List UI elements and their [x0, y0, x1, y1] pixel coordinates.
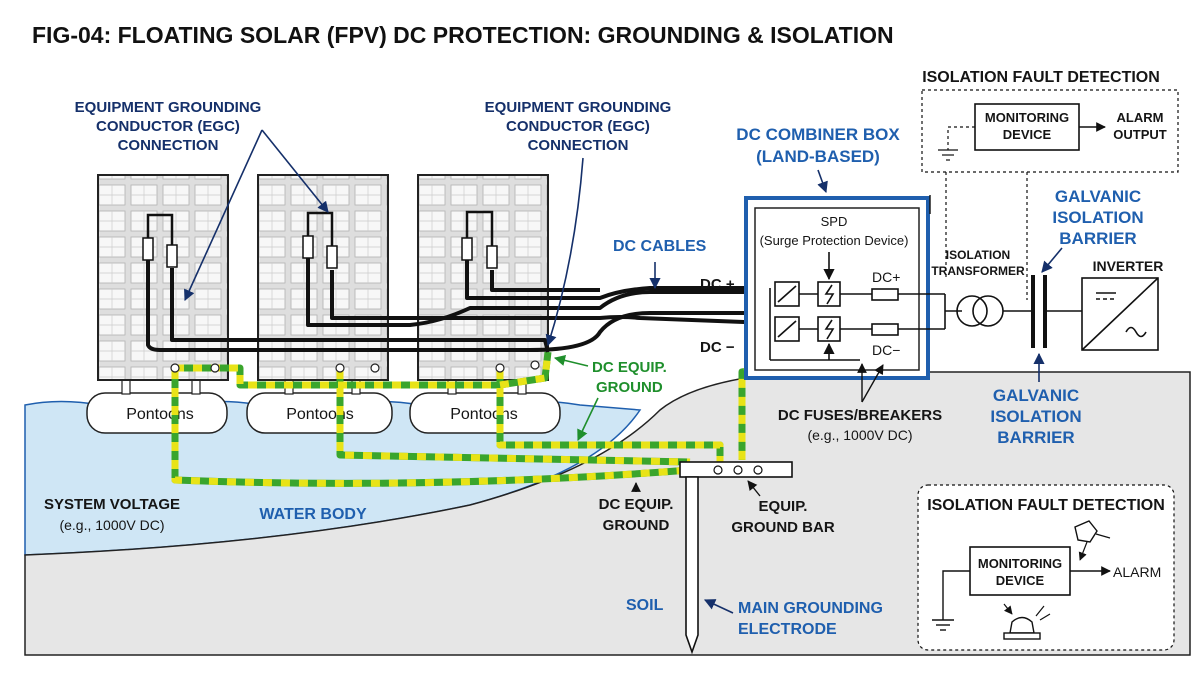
galvanic-bottom-line-2: ISOLATION — [990, 407, 1081, 426]
egc-left-line-1: EQUIPMENT GROUNDING — [75, 99, 262, 116]
galvanic-top-arrow — [1041, 247, 1063, 273]
box-dc-plus-label: DC+ — [872, 269, 900, 285]
top-alarm-output-line-1: ALARM — [1117, 110, 1164, 125]
galvanic-bottom-line-1: GALVANIC — [993, 386, 1079, 405]
isolation-transformer-line-1: ISOLATION — [946, 248, 1010, 262]
bottom-alarm-label: ALARM — [1113, 564, 1161, 580]
water-body-label: WATER BODY — [259, 506, 367, 523]
isolation-transformer — [945, 295, 1033, 327]
egc-label-left: EQUIPMENT GROUNDING CONDUCTOR (EGC) CONN… — [75, 99, 262, 154]
figure-title: FIG-04: FLOATING SOLAR (FPV) DC PROTECTI… — [32, 22, 894, 48]
dc-equip-ground-dark-line-1: DC EQUIP. — [599, 496, 674, 513]
system-voltage-line-2: (e.g., 1000V DC) — [59, 517, 164, 533]
sensor-icon — [1074, 520, 1098, 543]
ground-bar-line-2: GROUND BAR — [731, 519, 834, 536]
solar-panel-3 — [417, 174, 549, 381]
panel-junction-wires — [146, 210, 494, 246]
galvanic-barrier-symbol — [1031, 275, 1047, 348]
dc-fuses-arrow-2 — [861, 364, 884, 403]
combiner-box-arrow — [817, 169, 828, 194]
bottom-fault-panel-title: ISOLATION FAULT DETECTION — [927, 497, 1165, 514]
combiner-internals — [769, 252, 946, 361]
ground-bar-arrow — [747, 480, 761, 497]
dc-cables — [146, 258, 771, 353]
galvanic-top-line-3: BARRIER — [1059, 229, 1136, 248]
electrode-line-2: ELECTRODE — [738, 621, 837, 638]
electrode-line-1: MAIN GROUNDING — [738, 600, 883, 617]
egc-label-right: EQUIPMENT GROUNDING CONDUCTOR (EGC) CONN… — [485, 99, 672, 154]
dc-equip-ground-green-line-1: DC EQUIP. — [592, 359, 667, 376]
ground-bar-line-1: EQUIP. — [759, 498, 808, 515]
egc-right-line-2: CONDUCTOR (EGC) — [506, 118, 650, 135]
dc-minus-label: DC − — [700, 339, 735, 356]
pontoons-group — [86, 377, 561, 434]
top-alarm-output-line-2: OUTPUT — [1113, 127, 1167, 142]
alarm-beacon-icon — [1009, 616, 1035, 634]
egc-left-arrow-2 — [261, 129, 329, 213]
spd-label: SPD — [821, 214, 848, 229]
isolation-transformer-line-2: TRANSFORMER — [931, 264, 1025, 278]
combiner-box-title-2: (LAND-BASED) — [756, 147, 880, 166]
bottom-monitoring-device-line-1: MONITORING — [978, 556, 1062, 571]
electrode-arrow — [703, 599, 734, 614]
equipment-ground-bar — [679, 461, 793, 478]
inverter-symbol — [1081, 277, 1159, 351]
soil-label: SOIL — [626, 597, 664, 614]
pontoon-label-1: Pontoons — [126, 406, 194, 423]
egc-left-arrow-1 — [184, 129, 263, 302]
bottom-monitoring-device-line-2: DEVICE — [996, 573, 1045, 588]
dc-fuses-rating: (e.g., 1000V DC) — [807, 427, 912, 443]
top-monitoring-device-line-2: DEVICE — [1003, 127, 1052, 142]
main-grounding-electrode — [685, 476, 699, 655]
top-fault-panel — [921, 89, 1179, 300]
galvanic-top-line-2: ISOLATION — [1052, 208, 1143, 227]
system-voltage-line-1: SYSTEM VOLTAGE — [44, 496, 180, 513]
dc-plus-label: DC + — [700, 276, 735, 293]
pontoon-label-3: Pontoons — [450, 406, 518, 423]
dc-equip-ground-dark-line-2: GROUND — [603, 517, 670, 534]
dc-equip-ground-green-line-2: GROUND — [596, 379, 663, 396]
egc-right-line-1: EQUIPMENT GROUNDING — [485, 99, 672, 116]
solar-panel-1 — [97, 174, 229, 381]
pontoon-label-2: Pontoons — [286, 406, 354, 423]
dc-equip-ground-green-arrow-1 — [553, 354, 589, 367]
spd-description: (Surge Protection Device) — [760, 233, 909, 248]
top-fault-panel-title: ISOLATION FAULT DETECTION — [922, 69, 1160, 86]
egc-right-arrow — [545, 157, 584, 347]
egc-left-line-3: CONNECTION — [118, 137, 219, 154]
dc-cables-label: DC CABLES — [613, 238, 707, 255]
top-monitoring-device-line-1: MONITORING — [985, 110, 1069, 125]
galvanic-bottom-line-3: BARRIER — [997, 428, 1074, 447]
galvanic-top-line-1: GALVANIC — [1055, 187, 1141, 206]
dc-equip-ground-green-arrow-2 — [577, 397, 599, 442]
combiner-box-title-1: DC COMBINER BOX — [736, 125, 900, 144]
egc-right-line-3: CONNECTION — [528, 137, 629, 154]
dc-fuses-label: DC FUSES/BREAKERS — [778, 407, 942, 424]
inverter-label: INVERTER — [1093, 258, 1164, 274]
box-dc-minus-label: DC− — [872, 342, 900, 358]
egc-left-line-2: CONDUCTOR (EGC) — [96, 118, 240, 135]
bottom-fault-panel — [917, 484, 1175, 651]
